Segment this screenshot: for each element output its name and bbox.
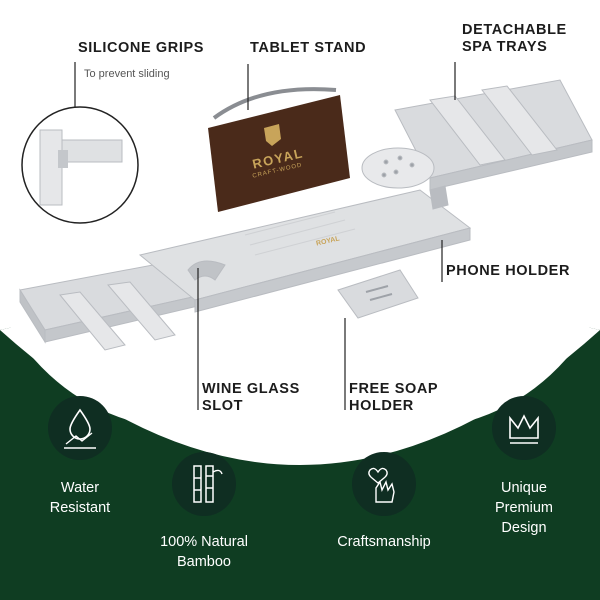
left-slat [59, 291, 126, 351]
feature-water-resistant [48, 396, 112, 460]
spa-tray [361, 147, 435, 189]
feature-premium-design [492, 396, 556, 460]
feature-label-water: Water Resistant [49, 480, 111, 516]
right-slat [481, 85, 558, 156]
brand-crest [264, 124, 281, 146]
feature-craftsmanship [352, 452, 416, 516]
water-drop-icon [64, 408, 96, 449]
bamboo-icon [193, 465, 223, 503]
tablet-stand-label: TABLET STAND [250, 40, 367, 56]
silicone-grip-zoom [21, 106, 139, 224]
feature-label-bamboo: 100% Natural Bamboo [160, 534, 248, 570]
bath-caddy [19, 79, 593, 351]
tablet-stand [208, 87, 350, 212]
left-slat [107, 281, 176, 341]
wine-glass-label-2: SLOT [202, 398, 244, 414]
tablet-handle [212, 87, 337, 120]
soap-holder [337, 269, 419, 319]
phone-holder-label: PHONE HOLDER [446, 263, 571, 279]
soap-holder-label-1: FREE SOAP [349, 381, 439, 397]
heart-hand-icon [368, 467, 395, 503]
leader-lines [74, 62, 456, 410]
wine-glass-label-1: WINE GLASS [202, 381, 300, 397]
spa-trays-label-2: SPA TRAYS [462, 39, 548, 55]
right-slat [429, 95, 506, 166]
feature-label-premium: Unique Premium Design [494, 480, 553, 536]
phone-slot [429, 185, 449, 210]
silicone-grips-label: SILICONE GRIPS [78, 40, 205, 56]
wine-glass-slot [187, 260, 226, 281]
soap-holder-label-2: HOLDER [349, 398, 414, 414]
feature-natural-bamboo [172, 452, 236, 516]
crown-icon [509, 414, 539, 444]
feature-label-craftsmanship: Craftsmanship [337, 534, 431, 550]
spa-trays-label-1: DETACHABLE [462, 22, 567, 38]
tablet-board [208, 95, 350, 212]
silicone-grips-sub: To prevent sliding [84, 68, 170, 80]
